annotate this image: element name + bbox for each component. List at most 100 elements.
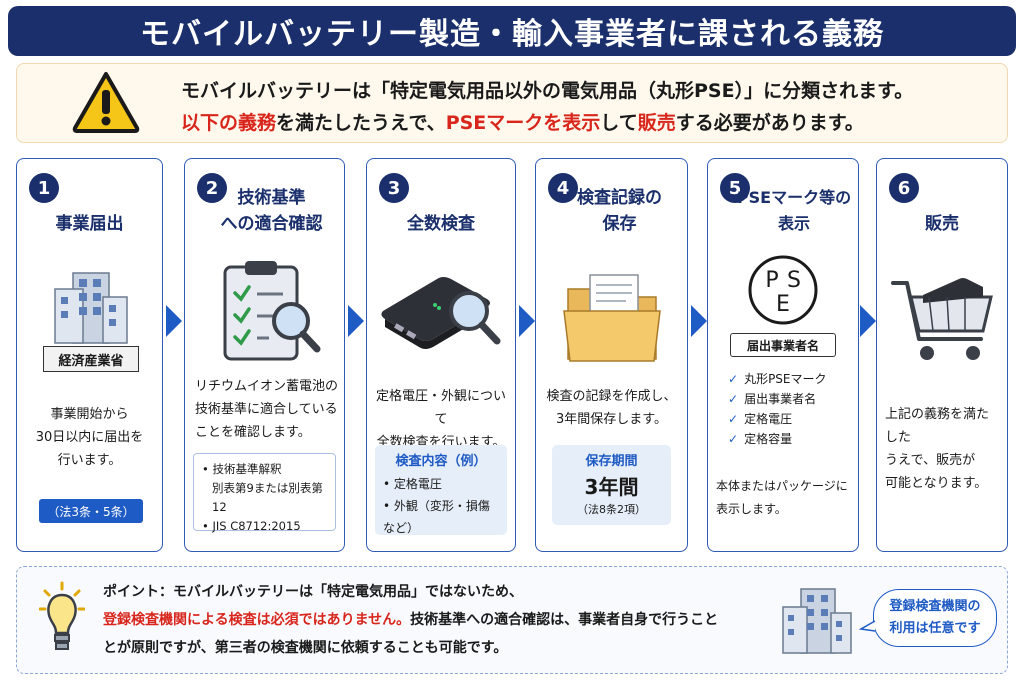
step-card-5: 5 PSEマーク等の 表示 P S E 届出事業者名 ✓丸形PSEマーク ✓ 届出… <box>707 158 859 552</box>
page-title: モバイルバッテリー製造・輸入事業者に課される義務 <box>140 17 884 52</box>
title-line: 検査記録の <box>577 188 662 208</box>
step-title-2: 技術基準 への適合確認 <box>185 185 344 237</box>
ministry-label: 経済産業省 <box>58 353 124 369</box>
notice-mid-2: して <box>600 112 638 134</box>
law-badge: （法3条・5条） <box>39 499 143 523</box>
flow-arrow <box>166 305 182 337</box>
operator-name-label: 届出事業者名 <box>730 333 836 357</box>
title-line: 保存 <box>602 214 637 234</box>
pse-mark-icon: P S E <box>748 255 818 325</box>
pse-letter: S <box>787 268 801 293</box>
ministry-sign: 経済産業省 <box>43 346 139 372</box>
inspection-item: • 外観（変形・損傷など） <box>383 499 490 535</box>
notice-red-1: 以下の義務 <box>181 112 277 134</box>
step-desc-5: 本体またはパッケージに 表示します。 <box>716 475 852 521</box>
bubble-line: 登録検査機関の <box>889 599 981 614</box>
retention-value: 3年間 <box>584 475 639 499</box>
shopping-cart-icon <box>891 278 993 360</box>
standards-item: • 技術基準解釈 <box>202 462 282 476</box>
power-bank-magnifier-icon <box>381 277 501 349</box>
display-checklist: ✓丸形PSEマーク ✓ 届出事業者名 ✓ 定格電圧 ✓ 定格容量 <box>728 369 827 449</box>
desc-line: 技術基準に適合している <box>195 402 338 417</box>
step-title-6: 販売 <box>925 214 959 234</box>
point-red-text: 登録検査機関による検査は必須ではありません。 <box>103 612 411 628</box>
flow-arrow <box>348 305 364 337</box>
desc-line: 定格電圧・外観について <box>375 389 506 427</box>
desc-line: 30日以内に届出を <box>35 430 144 445</box>
desc-line: 検査の記録を作成し、 <box>546 389 677 404</box>
step-desc-3: 定格電圧・外観について 全数検査を行います。 <box>373 385 509 454</box>
bubble-line: 利用は任意です <box>889 621 981 636</box>
step-number-2: 2 <box>197 173 227 203</box>
notice-red-2: PSEマークを表示 <box>445 112 601 134</box>
warning-icon <box>72 72 140 133</box>
notice-end: する必要があります。 <box>675 112 864 134</box>
check-icon: ✓ <box>728 432 739 446</box>
inspection-text: 定格電圧 <box>393 477 442 491</box>
notice-red-3: 販売 <box>637 112 676 134</box>
check-icon: ✓ <box>728 392 739 406</box>
retention-title: 保存期間 <box>585 454 638 469</box>
retention-box: 保存期間 3年間 （法8条2項） <box>552 445 671 525</box>
step-title-5: PSEマーク等の 表示 <box>708 185 858 237</box>
standards-item: • JIS C8712:2015 <box>202 519 301 533</box>
flow-arrow <box>519 305 535 337</box>
desc-line: 事業開始から <box>50 407 129 422</box>
step-number-6: 6 <box>889 173 919 203</box>
title-line: PSEマーク等の <box>736 188 852 207</box>
title-banner: モバイルバッテリー製造・輸入事業者に課される義務 <box>8 6 1016 56</box>
lightbulb-icon <box>39 581 85 650</box>
step-card-3: 3 全数検査 定格電圧・外観について 全数検査を行います。 検査内容（例） • … <box>366 158 516 552</box>
desc-line: 表示します。 <box>716 502 787 516</box>
inspection-item: • 定格電圧 <box>383 477 442 491</box>
standards-item: 別表第9または別表第12 <box>212 481 323 514</box>
notice-line-1: モバイルバッテリーは「特定電気用品以外の電気用品（丸形PSE）」に分類されます。 <box>181 80 914 102</box>
point-line-3: とが原則ですが、第三者の検査機関に依頼することも可能です。 <box>103 640 508 656</box>
step-desc-2: リチウムイオン蓄電池の 技術基準に適合している ことを確認します。 <box>195 375 338 444</box>
standards-text: JIS C8712:2015 <box>212 519 301 533</box>
flow-arrow <box>691 305 707 337</box>
notice-box: モバイルバッテリーは「特定電気用品以外の電気用品（丸形PSE）」に分類されます。… <box>16 63 1008 143</box>
notice-mid-1: を満たしたうえで、 <box>276 112 446 134</box>
folder-document-icon <box>563 274 661 362</box>
standards-text: 技術基準解釈 <box>212 462 282 476</box>
standards-box: • 技術基準解釈 別表第9または別表第12 • JIS C8712:2015 <box>193 453 336 533</box>
desc-line: ことを確認します。 <box>195 425 311 440</box>
desc-line: 本体またはパッケージに <box>716 479 848 493</box>
notice-line-2: 以下の義務を満たしたうえで、PSEマークを表示して販売する必要があります。 <box>181 108 864 135</box>
bubble-tail <box>859 620 876 632</box>
checklist-text: 定格容量 <box>744 432 793 446</box>
checklist-item: ✓ 届出事業者名 <box>728 389 827 409</box>
step-title-4: 検査記録の 保存 <box>536 185 687 237</box>
step-number-1: 1 <box>29 173 59 203</box>
checklist-text: 届出事業者名 <box>744 392 817 406</box>
point-box: ポイント：モバイルバッテリーは「特定電気用品」ではないため、 登録検査機関による… <box>16 566 1008 674</box>
inspection-box-title: 検査内容（例） <box>395 454 487 469</box>
step-card-2: 2 技術基準 への適合確認 リチウムイオン蓄電池の 技術基準に適合している こと… <box>184 158 345 552</box>
check-icon: ✓ <box>728 412 739 426</box>
point-line-2: 登録検査機関による検査は必須ではありません。技術基準への適合確認は、事業者自身で… <box>103 609 718 629</box>
government-building-icon <box>54 272 128 344</box>
step-desc-6: 上記の義務を満たした うえで、販売が 可能となります。 <box>885 403 1001 495</box>
checklist-item: ✓ 定格容量 <box>728 429 827 449</box>
title-line: への適合確認 <box>220 214 323 234</box>
desc-line: リチウムイオン蓄電池の <box>195 379 339 394</box>
step-number-5: 5 <box>720 173 750 203</box>
point-line-2-rest: 技術基準への適合確認は、事業者自身で行うこと <box>410 612 719 628</box>
office-building-icon <box>782 588 852 654</box>
title-line: 表示 <box>777 214 810 233</box>
step-number-3: 3 <box>379 173 409 203</box>
pse-letter: E <box>776 292 790 317</box>
step-title-1: 事業届出 <box>55 214 124 234</box>
pse-letter: P <box>765 268 778 293</box>
point-line-1: ポイント：モバイルバッテリーは「特定電気用品」ではないため、 <box>103 584 523 600</box>
step-desc-1: 事業開始から 30日以内に届出を 行います。 <box>23 403 156 472</box>
check-icon: ✓ <box>728 372 739 386</box>
flow-arrow <box>860 305 876 337</box>
checklist-item: ✓丸形PSEマーク <box>728 369 827 389</box>
retention-note: （法8条2項） <box>577 503 646 516</box>
step-card-1: 1 事業届出 経済産業省 事業開始から 30日以内に届出を 行います。 （法3条… <box>16 158 163 552</box>
inspection-text: 外観（変形・損傷など） <box>383 499 490 535</box>
checklist-text: 定格電圧 <box>744 412 793 426</box>
step-card-4: 4 検査記録の 保存 検査の記録を作成し、 3年間保存します。 保存期間 3年間… <box>535 158 688 552</box>
